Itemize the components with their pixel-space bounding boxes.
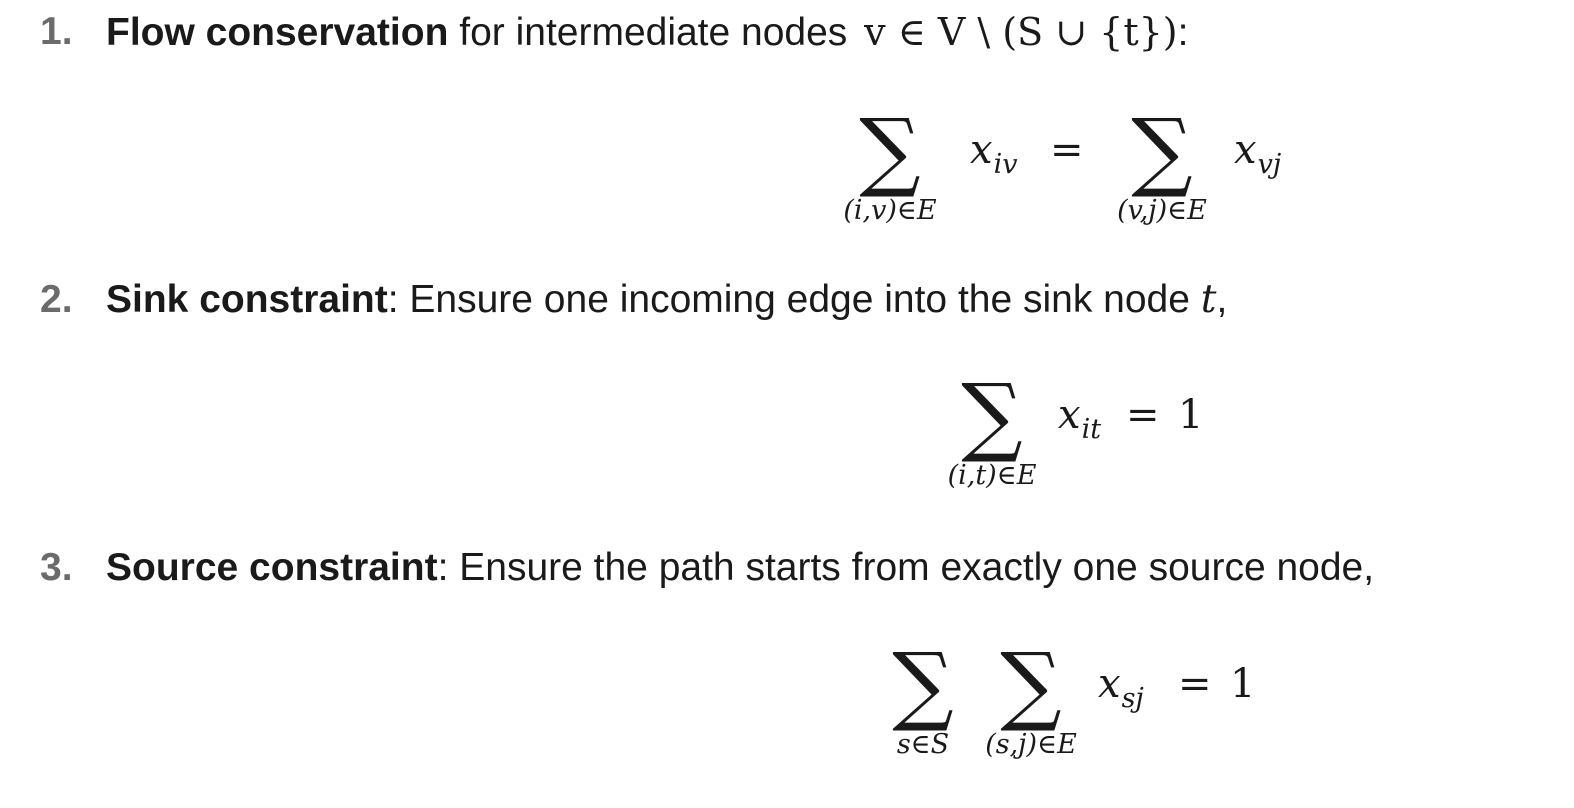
summation-subscript: (v,j)∈E [1117, 195, 1207, 226]
variable-index: vj [1257, 149, 1282, 180]
list-item-flow-conservation: 1. Flow conservation for intermediate no… [0, 2, 1574, 62]
summation-subscript: (s,j)∈E [985, 729, 1077, 760]
equals-sign: = [1050, 127, 1084, 173]
flow-variable-in: xiv [970, 127, 1017, 180]
variable: x [1098, 661, 1121, 707]
summation-subscript: (i,v)∈E [843, 195, 937, 226]
inline-math: t [1200, 277, 1217, 322]
item-title: Sink constraint [106, 278, 388, 321]
list-number: 3. [40, 546, 73, 589]
item-title: Flow conservation [106, 11, 449, 54]
variable-index: it [1081, 414, 1102, 445]
right-hand-side: 1 [1230, 661, 1256, 707]
summation-subscript: s∈S [896, 729, 950, 760]
sigma-symbol: ∑ [892, 635, 954, 735]
list-item-source-constraint: 3. Source constraint: Ensure the path st… [0, 538, 1574, 598]
sigma-symbol: ∑ [1131, 101, 1193, 201]
list-number: 1. [40, 10, 73, 53]
sigma-symbol: ∑ [1000, 635, 1062, 735]
equals-sign: = [1178, 661, 1212, 707]
item-description: : Ensure one incoming edge into the sink… [387, 278, 1201, 321]
variable: x [1234, 127, 1257, 173]
equation-sink-constraint: ∑ (i,t)∈E xit = 1 [930, 373, 1230, 503]
sink-variable: xit [1058, 392, 1101, 445]
equation-flow-conservation: ∑ (i,v)∈E xiv = ∑ (v,j)∈E xvj [830, 108, 1310, 238]
list-item-sink-constraint: 2. Sink constraint: Ensure one incoming … [0, 270, 1574, 330]
item-text: Flow conservation for intermediate nodes… [106, 2, 1188, 63]
variable: x [970, 127, 993, 173]
item-punctuation: : [1177, 11, 1189, 54]
sigma-symbol: ∑ [961, 366, 1023, 466]
variable-index: iv [993, 149, 1018, 180]
list-number: 2. [40, 278, 73, 321]
summation-subscript: (i,t)∈E [947, 460, 1037, 491]
flow-variable-out: xvj [1234, 127, 1281, 180]
item-punctuation: , [1216, 278, 1228, 321]
inline-math: v ∈ V \ (S ∪ {t}) [864, 10, 1178, 54]
equation-source-constraint: ∑ s∈S ∑ (s,j)∈E xsj = 1 [880, 642, 1280, 772]
item-text: Sink constraint: Ensure one incoming edg… [106, 270, 1227, 330]
item-text: Source constraint: Ensure the path start… [106, 538, 1374, 598]
variable: x [1058, 392, 1081, 438]
equals-sign: = [1126, 392, 1160, 438]
item-description: : Ensure the path starts from exactly on… [437, 546, 1375, 589]
sigma-symbol: ∑ [859, 101, 921, 201]
source-variable: xsj [1098, 661, 1144, 714]
variable-index: sj [1121, 683, 1144, 714]
right-hand-side: 1 [1178, 392, 1204, 438]
item-title: Source constraint [106, 546, 438, 589]
item-description: for intermediate nodes [448, 11, 859, 54]
